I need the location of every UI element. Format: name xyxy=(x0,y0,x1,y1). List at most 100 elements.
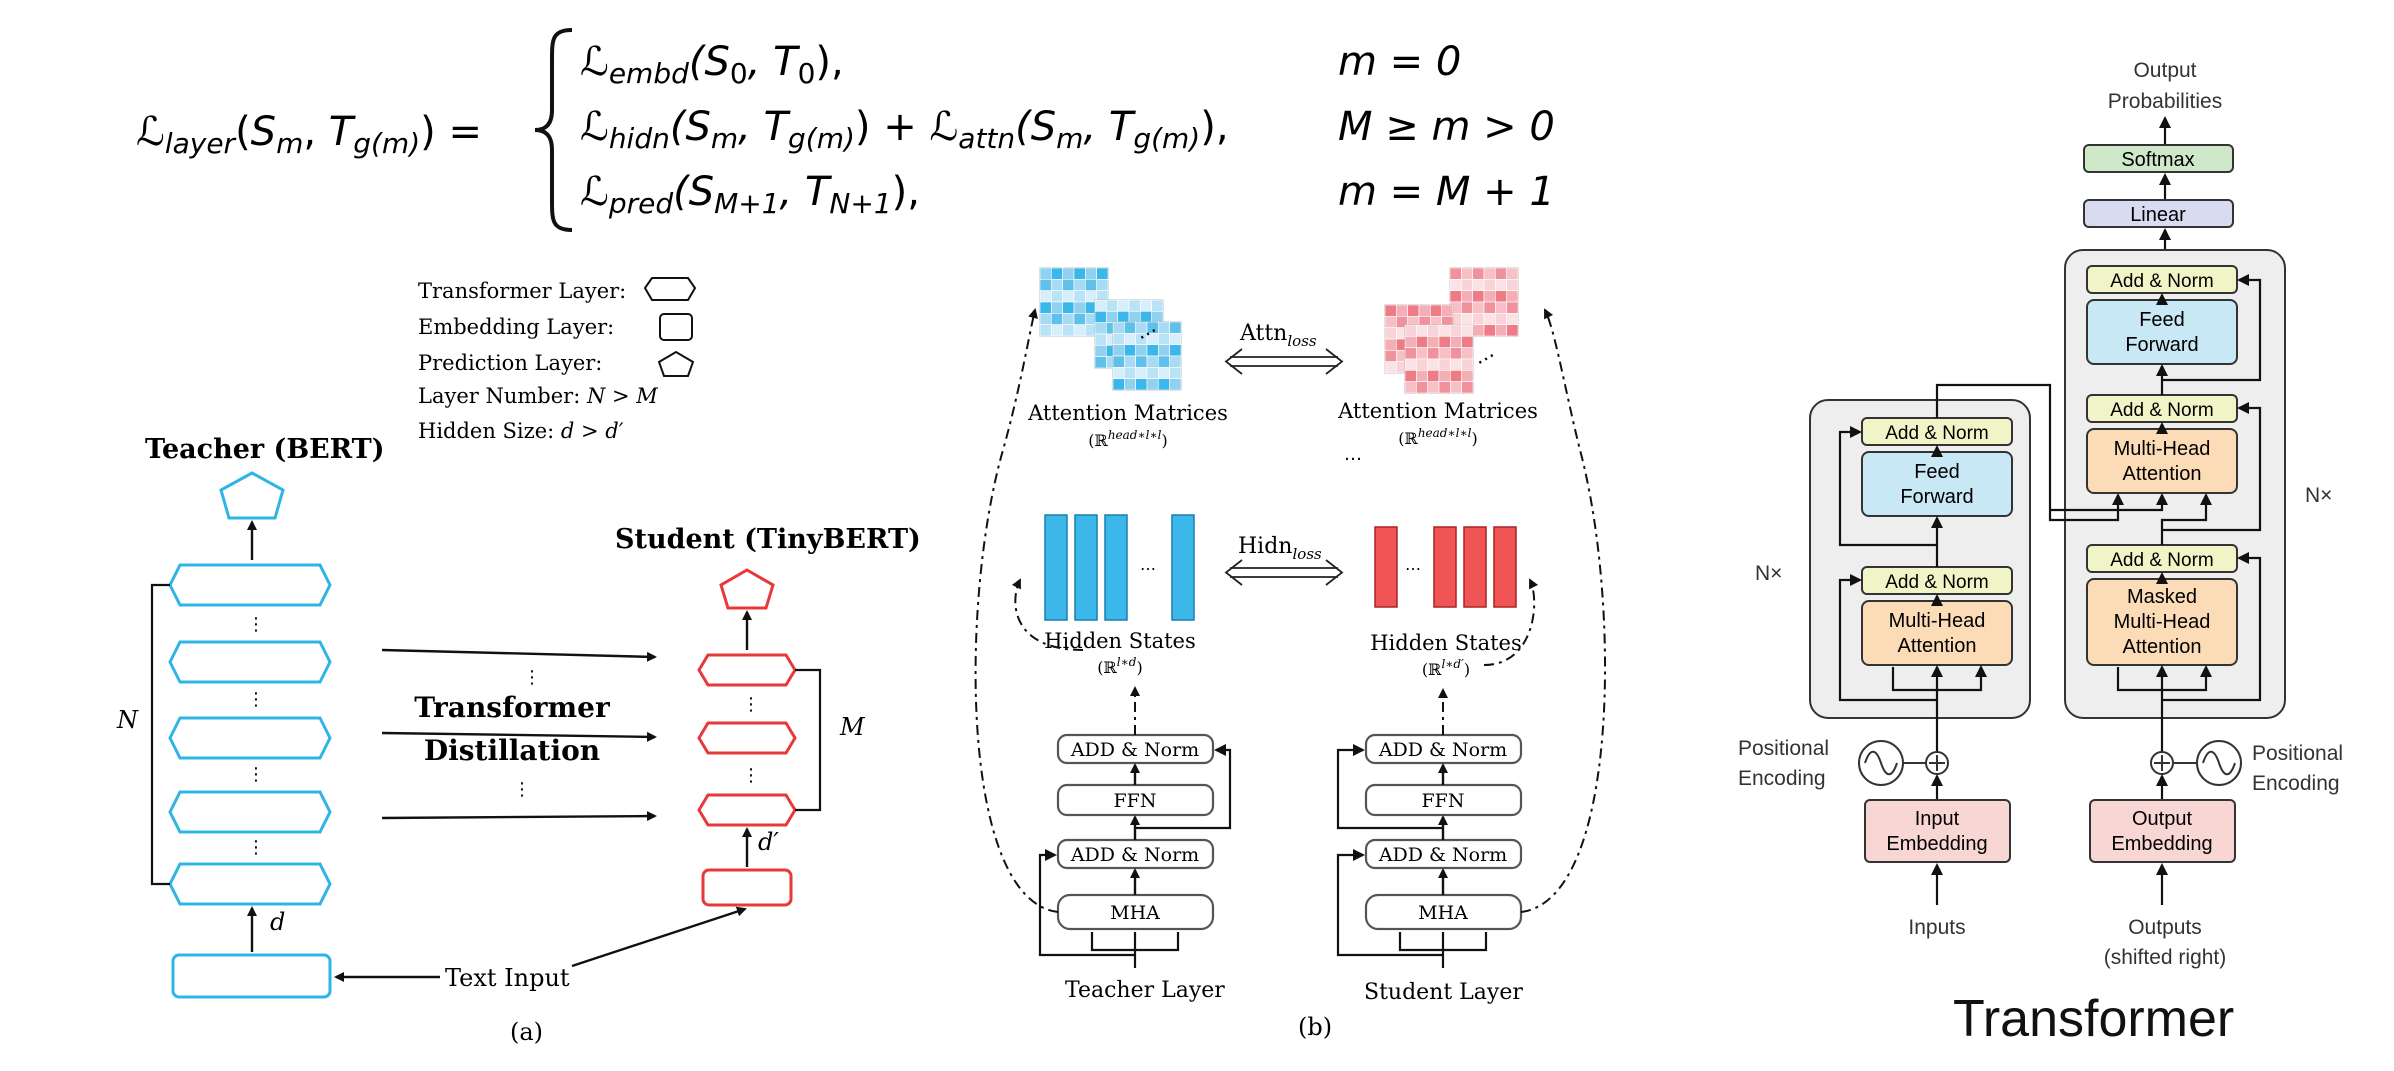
attention-cell xyxy=(1450,370,1462,382)
attention-cell xyxy=(1506,267,1519,280)
text-input-to-student xyxy=(571,906,747,968)
attention-cell xyxy=(1094,356,1107,369)
attention-cell xyxy=(1384,316,1397,328)
enc-to-dec-1 xyxy=(1935,383,2124,522)
teacher-residual-2 xyxy=(1135,744,1232,830)
output-probabilities-label-2: Probabilities xyxy=(2108,90,2222,113)
attention-cell xyxy=(1158,367,1170,379)
encoder-positional-label-2: Encoding xyxy=(1738,767,1826,790)
teacher-attention-title: Attention Matrices xyxy=(1027,401,1228,425)
attention-cell xyxy=(1438,336,1451,348)
teacher-addnorm-2-label: ADD & Norm xyxy=(1070,739,1199,761)
attention-cell xyxy=(1158,355,1170,368)
attention-cell xyxy=(1427,324,1440,337)
attention-cell xyxy=(1384,338,1397,351)
sine-wave-icon xyxy=(2202,750,2236,776)
attention-cell xyxy=(1135,344,1148,357)
attention-cell xyxy=(1495,279,1507,291)
attention-cell xyxy=(1073,301,1086,314)
student-transformer-layer xyxy=(697,793,797,827)
decoder-ff-label-2: Forward xyxy=(2125,334,2198,356)
legend-prediction-label: Prediction Layer: xyxy=(418,351,602,375)
attention-cell xyxy=(1483,267,1496,280)
attention-cell xyxy=(1416,347,1428,360)
student-transformer-layer xyxy=(697,721,797,755)
student-hidden-bar xyxy=(1374,526,1398,608)
teacher-transformer-layer xyxy=(168,790,332,834)
attention-cell xyxy=(1384,350,1397,362)
attention-cell xyxy=(1427,347,1440,360)
attention-cell xyxy=(1169,333,1182,345)
teacher-hidden-bar xyxy=(1044,514,1068,621)
attention-cell xyxy=(1450,381,1462,394)
formula-cond-2: M ≥ m > 0 xyxy=(1338,104,1555,150)
attention-cell xyxy=(1112,333,1125,345)
student-M-label: M xyxy=(839,713,866,741)
formula-case-2: ℒhidn(Sm, Tg(m)) + ℒattn(Sm, Tg(m)), xyxy=(580,104,1229,155)
student-residual-1 xyxy=(1336,849,1443,957)
attention-cell xyxy=(1427,381,1440,394)
attention-cell xyxy=(1039,324,1052,337)
attention-cell xyxy=(1461,279,1473,291)
attention-cell xyxy=(1062,313,1075,325)
attention-cell xyxy=(1506,313,1519,325)
attention-cell xyxy=(1158,321,1170,334)
student-attention-title: Attention Matrices xyxy=(1337,399,1538,423)
student-attention-matrices xyxy=(1384,267,1519,394)
teacher-dots-1: ⋮ xyxy=(247,614,265,635)
student-hidden-title: Hidden States xyxy=(1370,631,1522,655)
attention-cell xyxy=(1483,279,1496,291)
attention-cell xyxy=(1506,279,1519,291)
attention-cell xyxy=(1094,333,1107,346)
linear-label: Linear xyxy=(2130,204,2186,226)
student-mha-label: MHA xyxy=(1418,902,1468,924)
student-hidden-dim: (ℝl∗d′) xyxy=(1422,657,1470,679)
attention-cell xyxy=(1151,311,1164,323)
attention-cell xyxy=(1438,347,1451,360)
attention-cell xyxy=(1146,344,1159,357)
encoder-mha-label-2: Attention xyxy=(1898,635,1977,657)
attention-cell xyxy=(1051,313,1063,325)
teacher-attn-dashed xyxy=(974,308,1059,913)
attention-cell xyxy=(1438,370,1451,382)
attention-cell xyxy=(1039,301,1052,314)
teacher-ffn-label: FFN xyxy=(1114,790,1157,812)
teacher-layer-stack: ADD & Norm FFN ADD & Norm MHA Teacher La… xyxy=(974,308,1232,1003)
sine-wave-icon xyxy=(1864,750,1898,776)
attention-cell xyxy=(1094,299,1107,312)
attention-cell xyxy=(1112,344,1125,357)
decoder-addnorm-1-label: Add & Norm xyxy=(2110,550,2213,571)
teacher-layer-label: Teacher Layer xyxy=(1065,978,1225,1003)
dec-residual-3 xyxy=(2162,274,2262,382)
student-M-bracket xyxy=(795,668,822,812)
teacher-attention-matrices xyxy=(1039,267,1182,391)
attention-cell xyxy=(1449,279,1462,291)
teacher-N-bracket xyxy=(150,583,170,886)
teacher-transformer-layer xyxy=(168,563,332,607)
attention-cell xyxy=(1430,304,1442,317)
attention-cell xyxy=(1169,355,1182,368)
student-addnorm-2-label: ADD & Norm xyxy=(1378,739,1507,761)
loss-formula: ℒlayer(Sm, Tg(m)) = ℒembd(S0, T0), m = 0… xyxy=(136,28,1555,232)
attention-cell xyxy=(1472,301,1485,314)
attention-cell xyxy=(1472,324,1485,337)
decoder-positional-label-2: Encoding xyxy=(2252,772,2340,795)
attention-cell xyxy=(1418,304,1431,317)
attention-cell xyxy=(1146,367,1159,379)
attention-cell xyxy=(1495,267,1507,280)
attention-cell xyxy=(1062,279,1075,291)
attention-cell xyxy=(1151,299,1164,312)
attn-loss-arrow xyxy=(1230,356,1338,367)
attention-cell xyxy=(1472,279,1485,291)
text-input-label: Text Input xyxy=(445,964,570,992)
attention-cell xyxy=(1461,381,1474,394)
student-dots-2: ⋮ xyxy=(742,765,760,786)
attention-cell xyxy=(1039,313,1052,325)
attention-cell xyxy=(1461,301,1473,314)
attention-cell xyxy=(1384,361,1397,374)
student-dprime-label: d′ xyxy=(758,828,779,856)
student-residual-2 xyxy=(1336,744,1443,830)
enc-to-dec-2 xyxy=(2050,495,2162,512)
attention-cell xyxy=(1062,290,1075,303)
attention-cell xyxy=(1112,367,1125,379)
